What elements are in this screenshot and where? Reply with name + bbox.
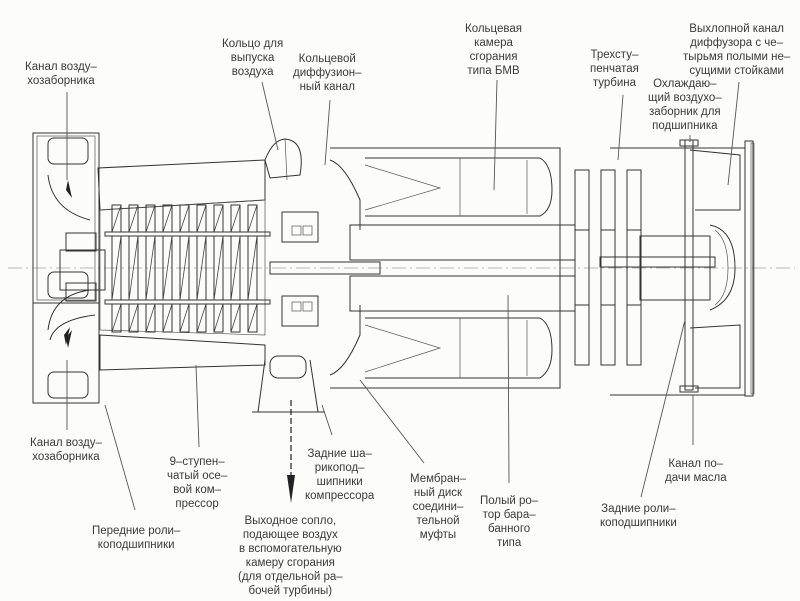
cooling-air-tube: [679, 139, 699, 393]
blade-hatch: [247, 303, 258, 333]
blade-hatch: [145, 204, 156, 233]
blade-hatch: [179, 235, 190, 301]
label-combustor: Кольцевая камера сгорания типа БМВ: [465, 23, 523, 77]
label-intake-bottom: Канал возду– хозаборника: [30, 437, 102, 463]
turbine-blade: [600, 304, 616, 366]
blade-hatch: [196, 204, 207, 233]
label-compressor: 9–ступен– чатый осе– вой ком– прессор: [167, 456, 228, 510]
outlet-nozzle-part: [252, 355, 325, 413]
label-rear-ball-bearings: Задние ша– рикопод– шипники компрессора: [305, 448, 375, 502]
blade-hatch: [111, 235, 122, 301]
blade-hatch: [145, 235, 156, 301]
compressor-blades: [111, 204, 258, 333]
compressor-casing: [97, 159, 266, 371]
combustion-chamber-upper: [364, 157, 553, 217]
blade-hatch: [196, 303, 207, 333]
blade-hatch: [162, 303, 173, 333]
blade-hatch: [230, 204, 241, 233]
blade-hatch: [179, 303, 190, 333]
blade-hatch: [247, 235, 258, 301]
blade-hatch: [128, 235, 139, 301]
rear-bearing-assembly: [599, 224, 736, 311]
turbine-blade: [574, 304, 590, 366]
turbine-blade: [626, 169, 642, 231]
blade-hatch: [213, 204, 224, 233]
label-outlet-nozzle: Выходное сопло, подающее воздух в вспомо…: [238, 515, 343, 597]
blade-hatch: [162, 204, 173, 233]
blade-hatch: [128, 204, 139, 233]
label-exhaust-channel: Выхлопной канал диффузора с че– тырьмя п…: [683, 23, 791, 77]
outlet-arrow: [287, 400, 295, 503]
label-membrane-disc: Мембран– ный диск соедини– тельной муфты: [410, 473, 467, 541]
blade-hatch: [128, 303, 139, 333]
bleed-air-ring: [264, 137, 302, 181]
turbine-blade: [574, 169, 590, 231]
shaft: [269, 261, 381, 275]
exhaust-diffuser: [610, 140, 755, 397]
blade-hatch: [196, 235, 207, 301]
bearing-housing: [281, 211, 319, 327]
blade-hatch: [230, 303, 241, 333]
blade-hatch: [213, 235, 224, 301]
air-intake-lower: [32, 302, 100, 404]
label-oil-channel: Канал по– дачи масла: [665, 458, 727, 484]
blade-hatch: [230, 235, 241, 301]
blade-hatch: [162, 235, 173, 301]
blade-hatch: [213, 303, 224, 333]
label-turbine: Трехсту– пенчатая турбина: [590, 49, 639, 89]
turbine-blade: [574, 229, 590, 306]
blade-hatch: [145, 303, 156, 333]
blade-hatch: [111, 204, 122, 233]
air-intake-housing: [32, 132, 106, 348]
label-hollow-rotor: Полый ро– тор бара– банного типа: [480, 495, 539, 549]
compressor-rotor: [104, 231, 271, 305]
label-front-bearings: Передние роли– коподшипники: [92, 525, 181, 551]
leader-lines: [66, 79, 740, 511]
combustion-chamber-casing: [329, 147, 561, 389]
label-cooling-intake: Охлаждаю– щий воздухо– заборник для подш…: [648, 78, 722, 132]
turbine-blade: [626, 304, 642, 366]
turbine-blade: [600, 169, 616, 231]
combustion-chamber-lower: [364, 317, 553, 379]
label-diffuser-channel: Кольцевой диффузион– ный канал: [293, 53, 362, 93]
blade-hatch: [111, 303, 122, 333]
label-bleed-ring: Кольцо для выпуска воздуха: [222, 38, 284, 78]
label-intake-top: Канал возду– хозаборника: [25, 61, 97, 87]
blade-hatch: [247, 204, 258, 233]
blade-hatch: [179, 204, 190, 233]
label-rear-roller-bearings: Задние роли– коподшипники: [600, 503, 677, 529]
